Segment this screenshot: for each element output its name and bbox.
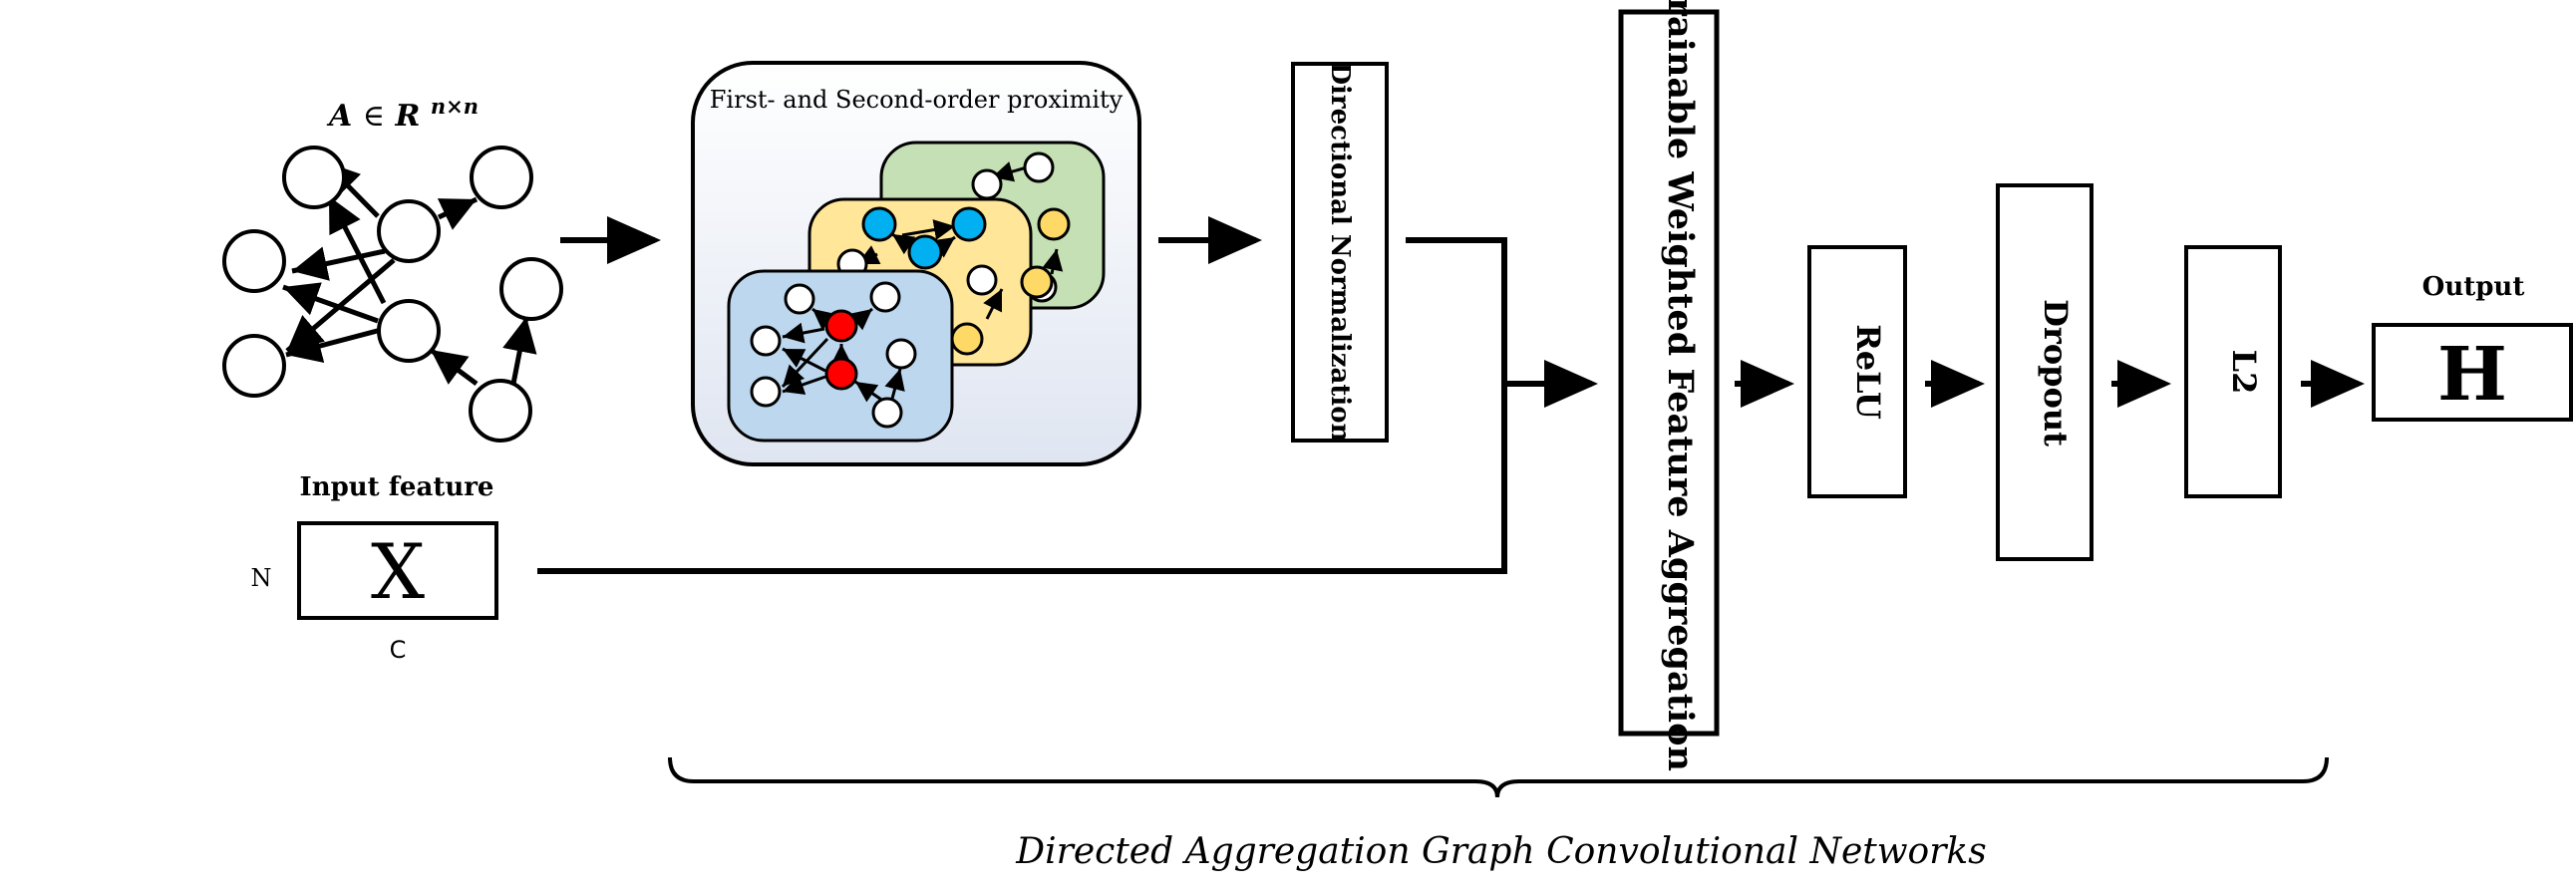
- l2-block: L2: [2184, 245, 2282, 498]
- adjacency-R: R: [394, 99, 420, 134]
- adjacency-label: A ∈ R n×n: [326, 94, 479, 134]
- graph-edge: [502, 316, 537, 385]
- adjacency-exponent: n×n: [431, 94, 479, 119]
- svg-text:A ∈ R n×n: A ∈ R n×n: [326, 94, 479, 134]
- aggregation-block: Trainable Weighted Feature Aggregation: [1618, 0, 1720, 771]
- graph-edge: [282, 282, 379, 324]
- adjacency-A: A: [326, 99, 352, 134]
- relu-block: ReLU: [1807, 245, 1907, 498]
- proximity-panel: First- and Second-order proximity: [691, 61, 1141, 466]
- graph-edge: [285, 327, 382, 364]
- input-symbol: X: [371, 527, 425, 616]
- dropout-block: Dropout: [1996, 183, 2093, 561]
- graph-node: [222, 229, 286, 293]
- input-row-label: N: [251, 564, 272, 592]
- adjacency-in-symbol: ∈: [363, 99, 385, 134]
- dropout-label: Dropout: [2037, 299, 2075, 446]
- graph-edge: [437, 196, 479, 230]
- output-symbol: H: [2437, 332, 2507, 418]
- normalization-label: Directional Normalization: [1325, 62, 1355, 442]
- input-graph: [222, 146, 563, 443]
- aggregation-label: Trainable Weighted Feature Aggregation: [1660, 0, 1701, 771]
- relu-label: ReLU: [1849, 324, 1887, 420]
- graph-edge: [429, 347, 479, 387]
- normalization-block: Directional Normalization: [1291, 62, 1389, 443]
- graph-node: [499, 257, 563, 321]
- blue-layer: [727, 269, 954, 443]
- input-col-label: C: [390, 636, 407, 664]
- bracket: [668, 756, 2329, 798]
- graph-node: [282, 146, 346, 209]
- cyan-node: [861, 206, 897, 242]
- output-title: Output: [2422, 272, 2525, 302]
- graph-edge: [326, 194, 387, 305]
- red-node: [824, 309, 858, 343]
- output-block: Output H: [2372, 272, 2573, 422]
- l2-label: L2: [2225, 350, 2263, 395]
- red-node: [824, 357, 858, 391]
- graph-node: [377, 199, 441, 263]
- graph-node: [222, 334, 286, 398]
- connector-lines: [537, 237, 1598, 574]
- proximity-title: First- and Second-order proximity: [710, 86, 1124, 114]
- graph-edge: [291, 246, 386, 281]
- input-feature: Input feature X N C: [251, 472, 498, 664]
- cyan-node: [951, 206, 987, 242]
- caption: Directed Aggregation Graph Convolutional…: [1015, 831, 1986, 872]
- cyan-node: [907, 234, 943, 270]
- input-feature-title: Input feature: [300, 472, 494, 502]
- graph-node: [470, 146, 533, 209]
- graph-node: [469, 379, 532, 443]
- graph-node: [377, 299, 441, 363]
